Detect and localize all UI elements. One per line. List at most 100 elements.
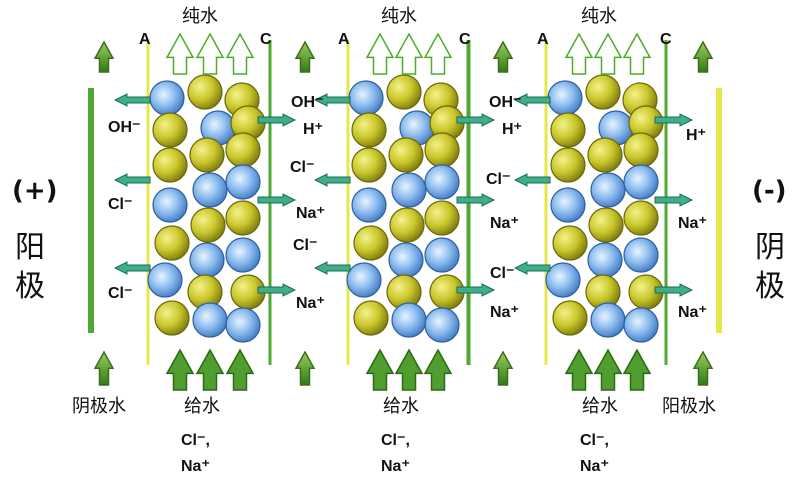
pure-water-label: 纯水 — [182, 6, 218, 27]
ion-label-h: H⁺ — [686, 127, 706, 144]
pure-water-arrow — [593, 32, 623, 75]
feed-water-label: 给水 — [383, 396, 419, 417]
cation-resin-bead — [550, 147, 586, 183]
anion-flow-arrow — [313, 261, 351, 275]
ion-label-cl: Cl⁻ — [108, 196, 133, 213]
cation-resin-bead — [351, 112, 387, 148]
cation-resin-bead — [154, 225, 190, 261]
anion-resin-bead — [225, 237, 261, 273]
pure-water-arrow — [225, 32, 255, 75]
anion-resin-bead — [346, 262, 382, 298]
anode-water-label: 阳极水 — [662, 396, 716, 417]
cation-resin-bead — [353, 225, 389, 261]
anion-resin-bead — [623, 164, 659, 200]
ion-label-na: Na⁺ — [678, 304, 707, 321]
pure-water-arrow — [165, 32, 195, 75]
anion-resin-bead — [348, 80, 384, 116]
anion-resin-bead — [590, 302, 626, 338]
feed-water-arrow — [165, 348, 195, 391]
feed-water-arrow — [593, 348, 623, 391]
cation-resin-bead — [351, 147, 387, 183]
ion-label-oh: OH⁻ — [108, 119, 141, 136]
pure-water-label: 纯水 — [581, 6, 617, 27]
pure-water-arrow — [195, 32, 225, 75]
cation-resin-bead — [588, 207, 624, 243]
anion-membrane — [146, 40, 150, 365]
feed-ions-line-1: Cl⁻, — [580, 432, 609, 449]
outflow-arrow — [294, 40, 316, 73]
cation-flow-arrow — [654, 113, 694, 127]
anion-resin-bead — [388, 242, 424, 278]
cation-resin-bead — [585, 74, 621, 110]
cation-resin-bead — [552, 300, 588, 336]
anion-resin-bead — [225, 164, 261, 200]
anion-flow-arrow — [113, 173, 151, 187]
anion-flow-arrow — [113, 93, 151, 107]
ion-label-cl: Cl⁻ — [293, 237, 318, 254]
pure-water-arrow — [564, 32, 594, 75]
anion-resin-bead — [225, 307, 261, 343]
anode-sign: (+) — [12, 176, 58, 206]
ion-label-na: Na⁺ — [490, 215, 519, 232]
cation-resin-bead — [187, 74, 223, 110]
membrane-c-label: C — [660, 31, 672, 48]
cation-flow-arrow — [456, 283, 496, 297]
ion-label-h: H⁺ — [502, 121, 522, 138]
anode-electrode — [88, 88, 94, 333]
anion-resin-bead — [623, 237, 659, 273]
feed-water-arrow — [195, 348, 225, 391]
anion-resin-bead — [391, 302, 427, 338]
anion-flow-arrow — [313, 93, 351, 107]
cation-resin-bead — [189, 137, 225, 173]
cation-resin-bead — [424, 132, 460, 168]
cation-flow-arrow — [257, 193, 297, 207]
cation-resin-bead — [190, 207, 226, 243]
outflow-arrow — [93, 40, 115, 73]
membrane-a-label: A — [537, 31, 549, 48]
inflow-arrow — [294, 350, 316, 386]
cation-flow-arrow — [257, 283, 297, 297]
cation-resin-bead — [152, 147, 188, 183]
ion-label-cl: Cl⁻ — [490, 265, 515, 282]
anode-label-char-2: 极 — [15, 269, 45, 304]
pure-water-arrow — [622, 32, 652, 75]
cation-flow-arrow — [257, 113, 297, 127]
cation-resin-bead — [424, 200, 460, 236]
ion-label-cl: Cl⁻ — [290, 159, 315, 176]
cathode-water-label: 阴极水 — [72, 396, 126, 417]
anion-resin-bead — [192, 302, 228, 338]
membrane-a-label: A — [139, 31, 151, 48]
pure-water-label: 纯水 — [381, 6, 417, 27]
anion-flow-arrow — [513, 93, 551, 107]
anion-resin-bead — [192, 172, 228, 208]
cation-resin-bead — [386, 74, 422, 110]
ion-label-na: Na⁺ — [678, 215, 707, 232]
cation-resin-bead — [550, 112, 586, 148]
anion-flow-arrow — [513, 261, 551, 275]
anion-flow-arrow — [113, 261, 151, 275]
anion-resin-bead — [545, 262, 581, 298]
anion-resin-bead — [547, 80, 583, 116]
cation-resin-bead — [225, 132, 261, 168]
outflow-arrow — [492, 40, 514, 73]
ion-label-na: Na⁺ — [296, 295, 325, 312]
anion-resin-bead — [351, 187, 387, 223]
membrane-c-label: C — [260, 31, 272, 48]
anion-resin-bead — [189, 242, 225, 278]
feed-water-arrow — [423, 348, 453, 391]
cation-resin-bead — [353, 300, 389, 336]
cation-flow-arrow — [456, 193, 496, 207]
pure-water-arrow — [394, 32, 424, 75]
feed-ions-line-1: Cl⁻, — [381, 432, 410, 449]
ion-label-cl: Cl⁻ — [108, 285, 133, 302]
ion-label-h: H⁺ — [303, 121, 323, 138]
ion-label-oh: OH⁻ — [489, 94, 522, 111]
cation-resin-bead — [152, 112, 188, 148]
feed-water-label: 给水 — [184, 396, 220, 417]
cation-resin-bead — [225, 200, 261, 236]
cathode-electrode — [716, 88, 722, 333]
feed-water-arrow — [365, 348, 395, 391]
pure-water-arrow — [365, 32, 395, 75]
anion-resin-bead — [623, 307, 659, 343]
